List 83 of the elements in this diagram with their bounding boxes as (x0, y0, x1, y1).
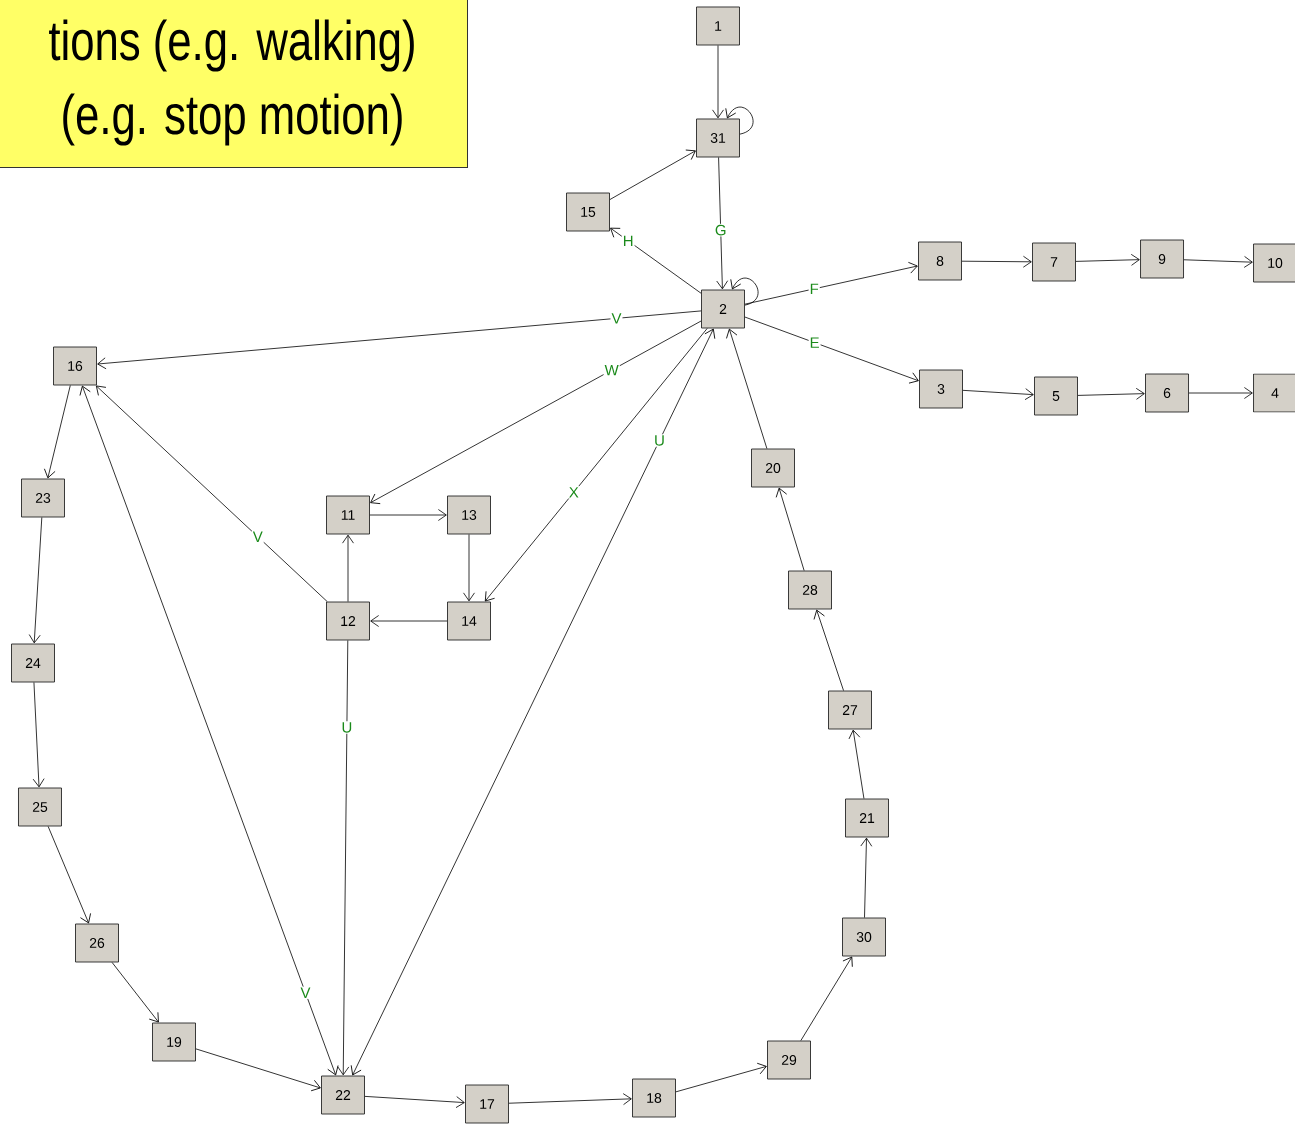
state-box: 1 (696, 6, 740, 46)
state-box: 10 (1253, 243, 1295, 283)
arrow (47, 826, 91, 924)
arrow (370, 615, 448, 627)
state-box: 22 (321, 1075, 365, 1115)
edge-label: X (567, 486, 580, 499)
arrow (725, 106, 754, 135)
state-box: 18 (632, 1078, 676, 1118)
state-box: 15 (566, 192, 610, 232)
arrow (79, 385, 339, 1076)
edge-label: V (299, 986, 312, 999)
arrow (1077, 387, 1145, 400)
state-box: 23 (21, 478, 65, 518)
state-box: 21 (845, 798, 889, 838)
arrow (337, 640, 350, 1076)
arrow (610, 227, 702, 294)
state-box: 30 (842, 917, 886, 957)
state-box: 4 (1253, 373, 1295, 413)
state-box: 31 (696, 118, 740, 158)
arrow (28, 517, 43, 644)
arrow (463, 534, 475, 602)
arrow (1183, 256, 1253, 268)
arrow (813, 609, 844, 691)
state-box: 25 (18, 787, 62, 827)
arrow (730, 277, 759, 306)
edge-label: W (603, 364, 620, 377)
state-box: 9 (1140, 239, 1184, 279)
edge-label: E (808, 336, 821, 349)
state-box: 12 (326, 601, 370, 641)
state-box: 27 (828, 690, 872, 730)
arrow (800, 956, 853, 1041)
state-box: 26 (75, 923, 119, 963)
arrow (364, 1096, 465, 1108)
edge-label: U (653, 434, 666, 447)
arrow (848, 729, 865, 799)
arrow (716, 157, 729, 290)
arrow (962, 388, 1034, 401)
state-box: 20 (751, 448, 795, 488)
arrow (1075, 253, 1140, 266)
edge-label: F (808, 282, 820, 295)
edge-label: H (621, 234, 635, 247)
state-box: 11 (326, 495, 370, 535)
state-box: 19 (152, 1022, 196, 1062)
arrow (95, 385, 328, 602)
state-box: 8 (918, 241, 962, 281)
arrow (44, 385, 71, 479)
arrow (775, 487, 805, 571)
arrow (1188, 387, 1253, 399)
arrow (961, 255, 1032, 268)
arrow (508, 1093, 632, 1105)
arrow (726, 328, 768, 449)
state-box: 14 (447, 601, 491, 641)
arrow (111, 962, 159, 1023)
arrow (484, 328, 708, 602)
arrow (744, 316, 919, 384)
state-box: 17 (465, 1084, 509, 1124)
edge-label: V (251, 530, 264, 543)
arrow (342, 534, 354, 602)
arrow (97, 310, 702, 370)
arrow (370, 320, 702, 505)
arrow (860, 837, 873, 918)
state-box: 16 (53, 346, 97, 386)
state-box: 24 (11, 643, 55, 683)
arrow (712, 45, 724, 119)
state-box: 29 (767, 1040, 811, 1080)
state-box: 2 (701, 289, 745, 329)
arrow (195, 1048, 321, 1092)
edge-label: V (610, 312, 623, 325)
arrow (744, 261, 918, 305)
arrow (350, 328, 716, 1076)
callout-box: tions (e.g. walking) (e.g. stop motion) (0, 0, 468, 168)
arrow (675, 1062, 767, 1093)
arrow (369, 509, 447, 521)
state-box: 5 (1034, 376, 1078, 416)
arrow (609, 149, 696, 200)
state-box: 28 (788, 570, 832, 610)
arrow (32, 682, 45, 788)
state-box: 3 (919, 369, 963, 409)
state-box: 7 (1032, 242, 1076, 282)
state-box: 6 (1145, 373, 1189, 413)
state-box: 13 (447, 495, 491, 535)
edge-label: U (340, 721, 354, 734)
edge-label: G (713, 223, 728, 237)
